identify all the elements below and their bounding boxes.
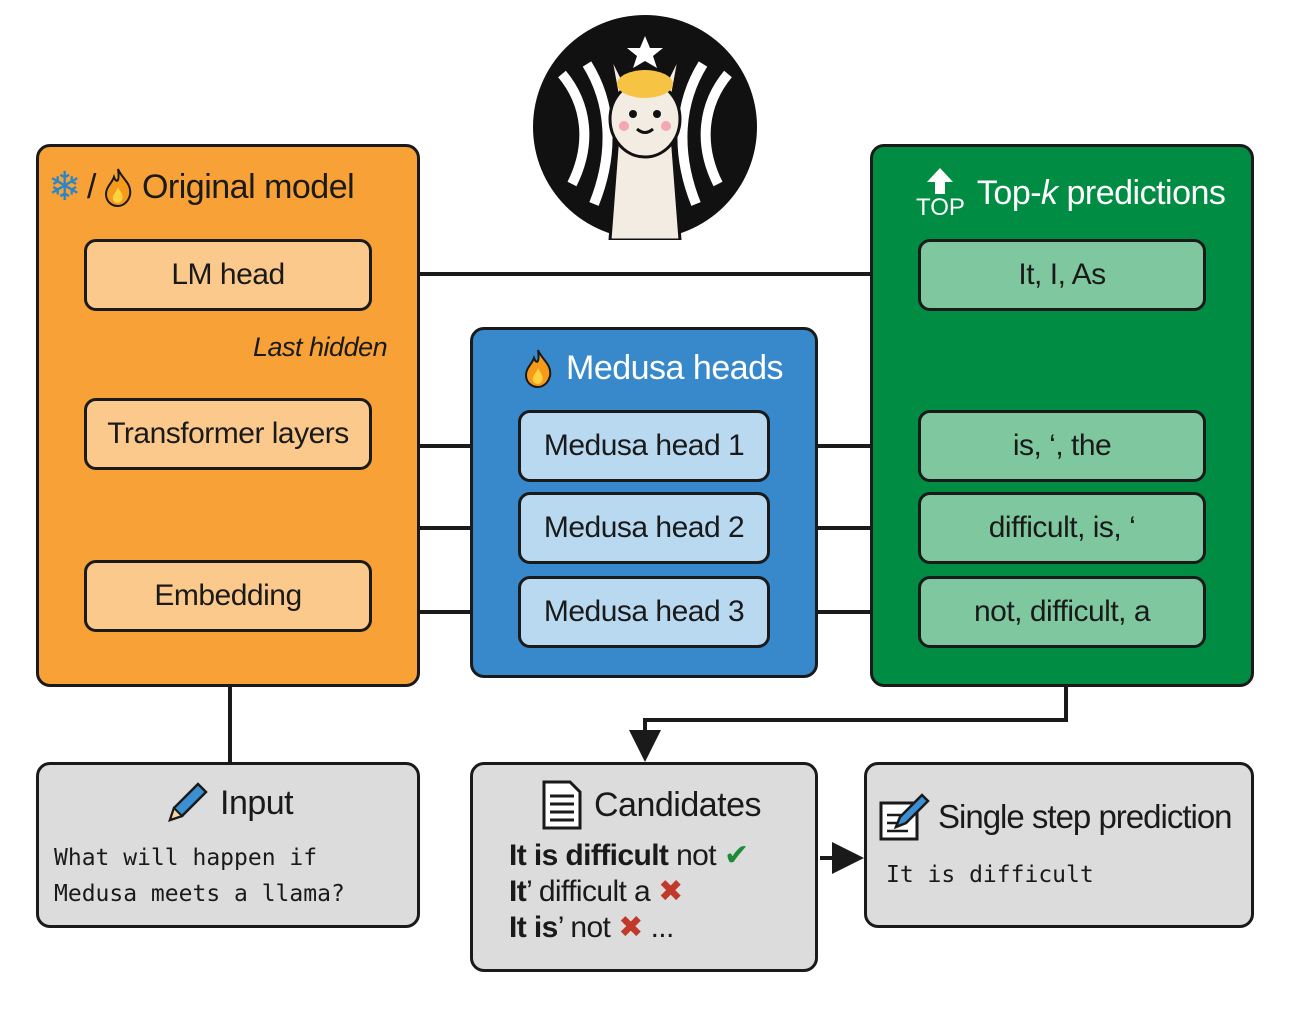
medusa-head-2: Medusa head 2 bbox=[518, 492, 770, 564]
topk-title-prefix: Top- bbox=[976, 173, 1042, 212]
original-model-title: ❄ / Original model bbox=[48, 162, 355, 212]
document-icon bbox=[540, 780, 584, 830]
single-step-title: Single step prediction bbox=[878, 790, 1233, 844]
candidates-title: Candidates bbox=[540, 778, 762, 832]
single-step-text: It is difficult bbox=[886, 862, 1094, 888]
input-panel bbox=[36, 762, 420, 928]
topk-row-4: not, difficult, a bbox=[918, 576, 1206, 648]
topk-row-3: difficult, is, ‘ bbox=[918, 492, 1206, 564]
transformer-layers-box: Transformer layers bbox=[84, 398, 372, 470]
candidate-2-bold: It bbox=[509, 875, 527, 908]
input-title: Input bbox=[164, 776, 294, 830]
topk-row-1: It, I, As bbox=[918, 239, 1206, 311]
candidates-label: Candidates bbox=[594, 785, 762, 824]
snowflake-icon: ❄ bbox=[48, 165, 82, 209]
medusa-heads-title: Medusa heads bbox=[522, 344, 784, 392]
topk-row-2: is, ‘, the bbox=[918, 410, 1206, 482]
input-text-line-2: Medusa meets a llama? bbox=[54, 881, 345, 907]
edit-icon bbox=[878, 791, 930, 843]
candidate-3-tail: ... bbox=[642, 911, 675, 944]
candidate-3-bold: It is bbox=[509, 911, 558, 944]
pencil-icon bbox=[164, 780, 210, 826]
lm-head-box: LM head bbox=[84, 239, 372, 311]
medusa-heads-label: Medusa heads bbox=[566, 348, 784, 387]
top-badge: TOP bbox=[916, 194, 965, 221]
candidate-row-3: It is’ not✖ ... bbox=[509, 910, 749, 946]
embedding-box: Embedding bbox=[84, 560, 372, 632]
title-separator: / bbox=[87, 167, 96, 206]
top-arrow-icon: TOP bbox=[916, 166, 965, 220]
single-step-panel bbox=[864, 762, 1254, 928]
arrow-topk-candidates bbox=[629, 686, 1068, 762]
cross-icon: ✖ bbox=[618, 911, 643, 944]
original-model-label: Original model bbox=[141, 167, 355, 206]
medusa-head-1: Medusa head 1 bbox=[518, 410, 770, 482]
candidates-list: It is difficult not✔ It’ difficult a✖ It… bbox=[509, 838, 749, 946]
candidates-panel bbox=[470, 762, 818, 972]
single-step-label: Single step prediction bbox=[938, 798, 1233, 835]
candidate-1-rest: not bbox=[668, 839, 717, 872]
medusa-head-3: Medusa head 3 bbox=[518, 576, 770, 648]
topk-title-k: k bbox=[1041, 173, 1058, 212]
flame-icon bbox=[522, 348, 554, 389]
topk-title: TOP Top-k predictions bbox=[916, 162, 1226, 224]
last-hidden-label: Last hidden bbox=[253, 332, 388, 362]
input-label: Input bbox=[220, 783, 294, 822]
llama-logo bbox=[532, 14, 758, 242]
candidate-row-1: It is difficult not✔ bbox=[509, 838, 749, 874]
candidate-2-rest: ’ difficult a bbox=[526, 875, 651, 908]
candidate-1-bold: It is difficult bbox=[509, 839, 669, 872]
candidate-3-rest: ’ not bbox=[557, 911, 611, 944]
check-icon: ✔ bbox=[723, 839, 749, 872]
candidate-row-2: It’ difficult a✖ bbox=[509, 874, 749, 910]
topk-title-suffix: predictions bbox=[1057, 173, 1226, 212]
cross-icon: ✖ bbox=[658, 875, 683, 908]
input-text: What will happen if Medusa meets a llama… bbox=[54, 840, 345, 912]
input-text-line-1: What will happen if bbox=[54, 845, 318, 871]
flame-icon bbox=[102, 167, 134, 208]
